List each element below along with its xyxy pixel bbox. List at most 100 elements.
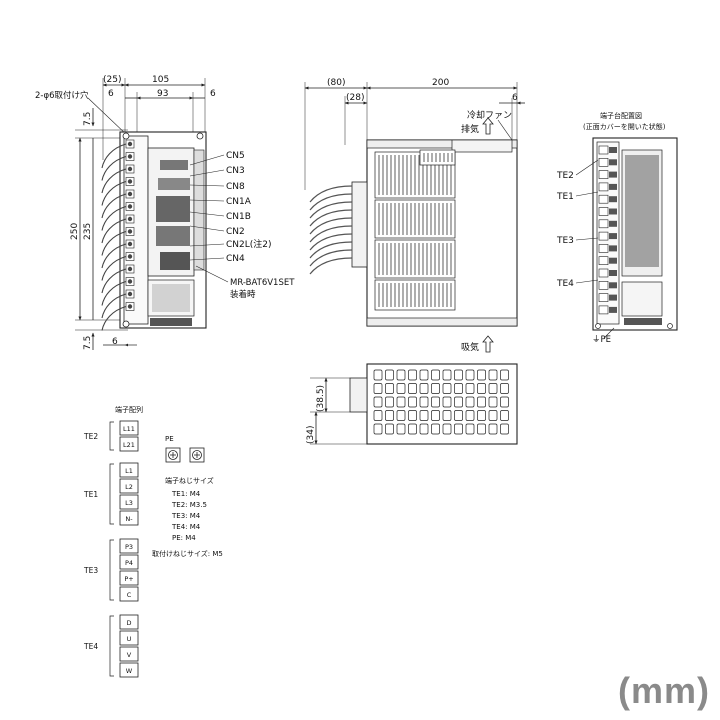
screw-head-icon [127,154,133,159]
terminal-layout: 端子配列 TE2L11L21TE1L1L2L3N-TE3P3P4P+CTE4DU… [83,405,223,678]
front-view: (25) 105 6 93 6 2-φ6取付け穴 250 235 7.5 7.5… [35,75,295,350]
cable [101,168,127,194]
battery-note-2: 装着時 [230,289,256,300]
screw-head-icon [127,254,133,259]
mount-hole-label: 2-φ6取付け穴 [35,90,89,101]
vent-hole [373,383,383,394]
dim-6-bottom: 6 [112,337,118,347]
vent-hole [431,383,440,394]
terminal-screw-icon [609,159,617,166]
group-bracket [109,615,114,677]
vent-hole [419,423,429,435]
vent-hole [442,423,452,435]
battery-note-1: MR-BAT6V1SET [230,278,295,288]
unit-label: (mm) [618,670,710,711]
screw-head-icon [127,241,133,247]
cable [309,233,353,251]
vent-hole [477,369,486,381]
vent-hole [465,423,475,435]
leader-line [189,199,225,202]
cable [309,209,353,227]
intake-arrow-icon [482,335,494,353]
side-view: (80) 200 (28) 6 冷却ファン 排気 吸気 [304,78,525,353]
pe-label: ⏚PE [592,335,611,345]
group-bracket [109,421,114,451]
pe-terminal-icons [165,447,205,463]
vent-hole [431,369,440,381]
pin-cell [119,630,139,646]
dim-34: (34) [306,426,316,444]
vent-hole [442,396,452,408]
vent-hole [488,383,498,394]
cable [101,180,127,206]
cable [101,218,127,244]
terminal-screw-icon [609,183,617,190]
vent-hole [500,383,509,394]
terminal-label-te3: TE3 [556,236,574,246]
terminal-screw-icon [609,171,617,178]
connector-label-cn3: CN3 [226,166,245,176]
cable [101,255,127,281]
terminal-screw-icon [609,208,617,215]
vent-grille [419,149,456,166]
terminal-block [598,305,609,315]
vent-hole [454,369,463,381]
vent-hole [488,423,498,435]
pin-label: U [127,635,132,643]
vent-hole [500,396,509,408]
vent-hole [500,369,509,381]
group-label-te1: TE1 [83,490,98,499]
pin-label: L2 [125,483,133,491]
vent-hole [431,423,440,435]
leader-line [189,211,225,217]
dim-38-5: (38.5) [316,385,326,412]
vent-hole [385,410,394,421]
terminal-block [598,207,609,216]
vent-hole [408,410,417,421]
terminal-block [598,268,609,278]
group-bracket [109,539,114,601]
leader-line [189,243,225,247]
terminal-screw-icon [609,294,617,301]
pin-cell [119,570,139,586]
dim-93: 93 [157,89,168,99]
screw-head-icon [127,179,133,184]
terminal-label-te4: TE4 [556,279,574,289]
connector-label-cn5: CN5 [226,151,245,161]
vent-hole [385,383,394,394]
leader-line [189,184,225,187]
cable [309,185,353,203]
group-label-te3: TE3 [83,566,98,575]
screw-size-item: PE: M4 [172,534,196,542]
terminal-block [598,170,609,179]
terminal-block [598,182,609,192]
terminal-block [598,145,609,155]
cable [101,268,127,294]
connector-label-cn4: CN4 [226,254,245,264]
terminal-block [598,231,609,241]
cable [101,155,127,181]
vent-hole [408,423,417,435]
pin-label: D [126,619,131,627]
screw-size-item: TE2: M3.5 [171,501,207,509]
screw-head-icon [127,304,133,309]
terminal-block [598,280,609,290]
terminal-view-title: 端子台配置図 [600,111,642,120]
leader-line [189,257,225,261]
terminal-block [598,219,609,229]
pin-label: P4 [125,559,133,567]
pin-cell [119,662,139,678]
terminal-screw-icon [609,220,617,227]
leader-line [189,225,225,232]
vent-hole [454,383,463,394]
vent-hole [442,369,452,381]
mount-screw-size: 取付けねじサイズ: M5 [152,549,223,558]
cable [309,225,353,243]
group-label-te4: TE4 [83,642,98,651]
screw-head-icon [127,266,133,272]
vent-hole [465,410,475,421]
dim-7-5-top: 7.5 [83,112,93,126]
cable [101,230,127,256]
exhaust-label: 排気 [461,123,479,135]
pin-cell [119,646,139,662]
